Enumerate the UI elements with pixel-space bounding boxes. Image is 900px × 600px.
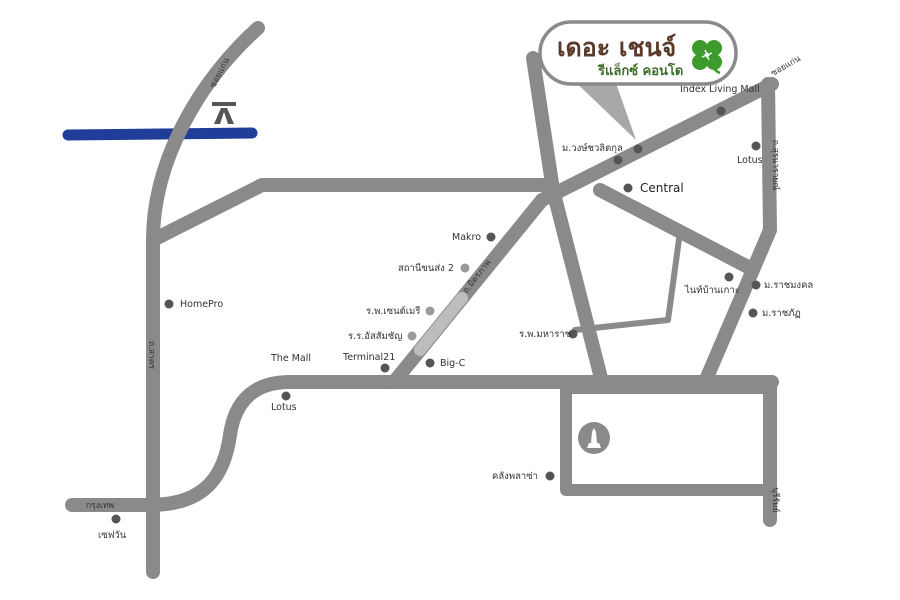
road-label-buriram: บุรีรัมย์ bbox=[770, 487, 781, 512]
marker-the-mall bbox=[281, 391, 291, 401]
label-the-mall: The Mall bbox=[270, 353, 311, 364]
marker-terminal21 bbox=[380, 363, 390, 373]
road-label-right-vertical: ถ.สุรนารายณ์ bbox=[770, 140, 781, 191]
label-bus-station: สถานีขนส่ง 2 bbox=[398, 262, 454, 274]
marker-klang-plaza bbox=[545, 471, 555, 481]
callout-pointer bbox=[565, 72, 636, 140]
callout-title: เดอะ เชนจ์ bbox=[557, 33, 676, 62]
marker-lotus-right bbox=[751, 141, 761, 151]
marker-bus-station bbox=[460, 263, 470, 273]
label-st-mary: ร.พ.เซนต์เมรี bbox=[366, 305, 420, 317]
highway-icon bbox=[212, 102, 236, 124]
marker-central bbox=[623, 183, 633, 193]
river bbox=[62, 127, 258, 141]
road-left-connector bbox=[146, 178, 557, 247]
label-homepro: HomePro bbox=[180, 299, 223, 310]
marker-makro bbox=[486, 232, 496, 242]
callout-bubble: เดอะ เชนจ์ รีแล็กซ์ คอนโด bbox=[538, 20, 738, 86]
road-left-vertical bbox=[146, 21, 265, 579]
label-central: Central bbox=[640, 181, 684, 195]
label-wongsawat: ม.วงษ์ชวลิตกุล bbox=[562, 142, 623, 154]
marker-assumption bbox=[407, 331, 417, 341]
label-ban-ko: ไนท์บ้านเกาะ bbox=[684, 284, 740, 296]
label-rajabhat: ม.ราชภัฏ bbox=[762, 308, 801, 319]
label-rajamangala: ม.ราชมงคล bbox=[764, 280, 813, 291]
marker-rajabhat bbox=[748, 308, 758, 318]
road-diagonal bbox=[387, 77, 779, 389]
marker-condo bbox=[633, 144, 643, 154]
road-central-branch bbox=[593, 183, 757, 275]
road-label-top-right: ซอยแก่น bbox=[770, 54, 803, 79]
road-label-bangkok: กรุงเทพ bbox=[86, 501, 114, 511]
label-makro: Makro bbox=[452, 232, 481, 243]
road-monument-loop bbox=[560, 382, 776, 496]
callout-subtitle: รีแล็กซ์ คอนโด bbox=[597, 61, 683, 79]
marker-homepro bbox=[164, 299, 174, 309]
place-markers bbox=[111, 106, 761, 524]
marker-ban-ko bbox=[724, 272, 734, 282]
label-maharat: ร.พ.มหาราช bbox=[519, 329, 572, 340]
label-lotus-left: Lotus bbox=[271, 402, 297, 413]
road-diagonal-highlight bbox=[414, 292, 468, 356]
monument-icon bbox=[578, 422, 610, 454]
marker-st-mary bbox=[425, 306, 435, 316]
marker-save-one bbox=[111, 514, 121, 524]
four-leaf-clover-icon bbox=[692, 40, 722, 75]
road-loop bbox=[572, 229, 683, 333]
label-big-c: Big-C bbox=[440, 358, 466, 369]
road-right-vertical bbox=[698, 77, 777, 389]
marker-big-c bbox=[425, 358, 435, 368]
label-klang-plaza: คลังพลาซ่า bbox=[492, 471, 538, 482]
marker-maharat bbox=[568, 329, 578, 339]
u-turn-icon bbox=[636, 161, 656, 173]
label-assumption: ร.ร.อัสสัมชัญ bbox=[348, 331, 402, 342]
road-network bbox=[65, 21, 779, 579]
marker-rajamangala bbox=[751, 280, 761, 290]
road-label-left-vertical: ถ.สาคร bbox=[146, 341, 156, 369]
label-lotus-right: Lotus bbox=[737, 155, 763, 166]
label-save-one: เซฟวัน bbox=[98, 530, 127, 541]
label-index-living-mall: Index Living Mall bbox=[680, 84, 760, 95]
label-terminal21: Terminal21 bbox=[342, 352, 395, 363]
marker-wongsawat bbox=[613, 155, 623, 165]
marker-index-living-mall bbox=[716, 106, 726, 116]
road-bangkok bbox=[65, 375, 779, 512]
road-top-vertical bbox=[526, 51, 609, 389]
